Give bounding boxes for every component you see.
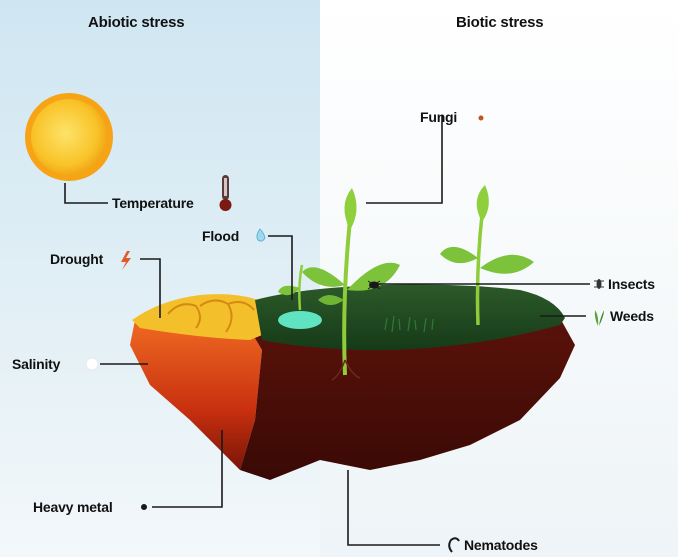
fungi-label: Fungi <box>420 109 457 125</box>
fungi-dot-icon <box>479 116 484 121</box>
salinity-label: Salinity <box>12 356 60 372</box>
weeds-label: Weeds <box>610 308 654 324</box>
abiotic-stress-heading: Abiotic stress <box>88 14 184 31</box>
sun-icon <box>25 93 113 181</box>
heavy-metal-label: Heavy metal <box>33 499 113 515</box>
heavy-metal-dot-icon <box>141 504 147 510</box>
biotic-stress-heading: Biotic stress <box>456 14 543 31</box>
insects-label: Insects <box>608 276 655 292</box>
drought-label: Drought <box>50 251 103 267</box>
salinity-dot-icon <box>86 358 98 370</box>
nematodes-label: Nematodes <box>464 537 538 553</box>
temperature-label: Temperature <box>112 195 194 211</box>
flood-label: Flood <box>202 228 239 244</box>
flood-water <box>278 311 322 329</box>
insect-icon <box>368 281 380 289</box>
